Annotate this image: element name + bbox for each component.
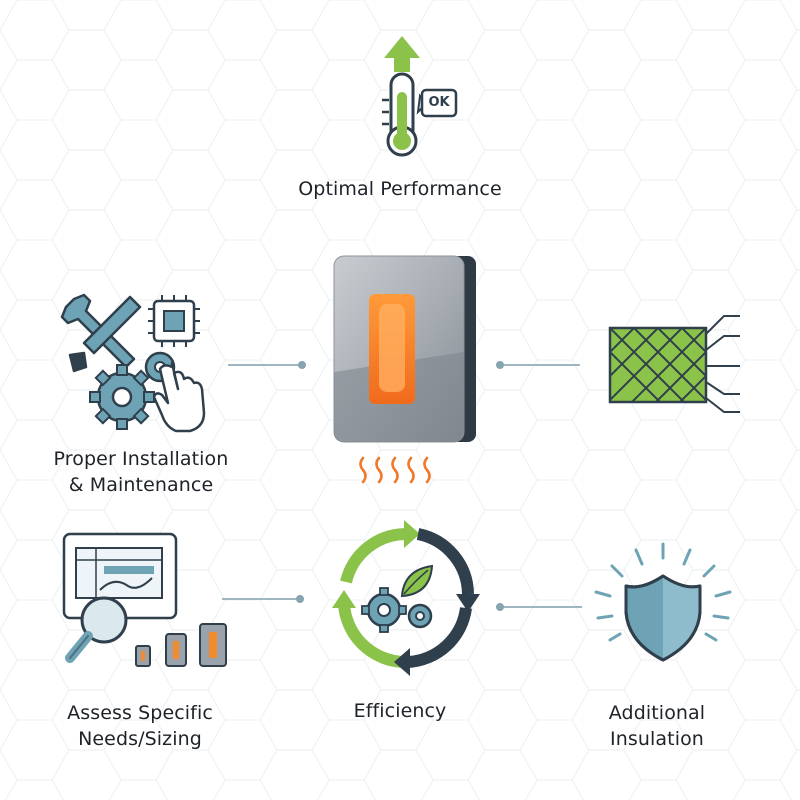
shield-rays-icon xyxy=(594,542,732,662)
assess-node xyxy=(60,530,240,675)
installation-label-line1: Proper Installation xyxy=(53,448,229,470)
connector-dot-insulation xyxy=(496,603,504,611)
thermometer-up-arrow-icon xyxy=(382,36,458,157)
connector-assess xyxy=(222,598,300,600)
connector-insulation xyxy=(502,606,582,608)
heater-device xyxy=(330,252,480,452)
insulation-label-line2: Insulation xyxy=(610,728,704,750)
optimal-performance-node: OK xyxy=(360,28,470,163)
cycle-arrows-gears-leaf-icon xyxy=(332,520,480,676)
connector-dot-insulation-mesh xyxy=(496,361,504,369)
tools-gears-chip-icon xyxy=(60,293,206,433)
assess-label-line2: Needs/Sizing xyxy=(78,728,202,750)
insulation-label-line1: Additional xyxy=(608,702,706,724)
heat-waves-icon xyxy=(355,454,445,488)
insulation-mesh-icon xyxy=(606,312,742,414)
optimal-performance-label: Optimal Performance xyxy=(298,178,502,200)
document-magnifier-icon xyxy=(62,532,227,667)
ok-badge-text: OK xyxy=(428,95,450,110)
installation-node xyxy=(60,285,220,435)
installation-label-line2: & Maintenance xyxy=(68,474,214,496)
efficiency-label: Efficiency xyxy=(353,700,447,722)
connector-insulation-mesh xyxy=(502,364,580,366)
connector-dot-installation xyxy=(298,361,306,369)
assess-label-line1: Assess Specific xyxy=(67,702,213,724)
efficiency-node xyxy=(318,512,493,684)
connector-installation xyxy=(228,364,300,366)
insulation-node xyxy=(588,540,738,670)
connector-dot-assess xyxy=(296,595,304,603)
